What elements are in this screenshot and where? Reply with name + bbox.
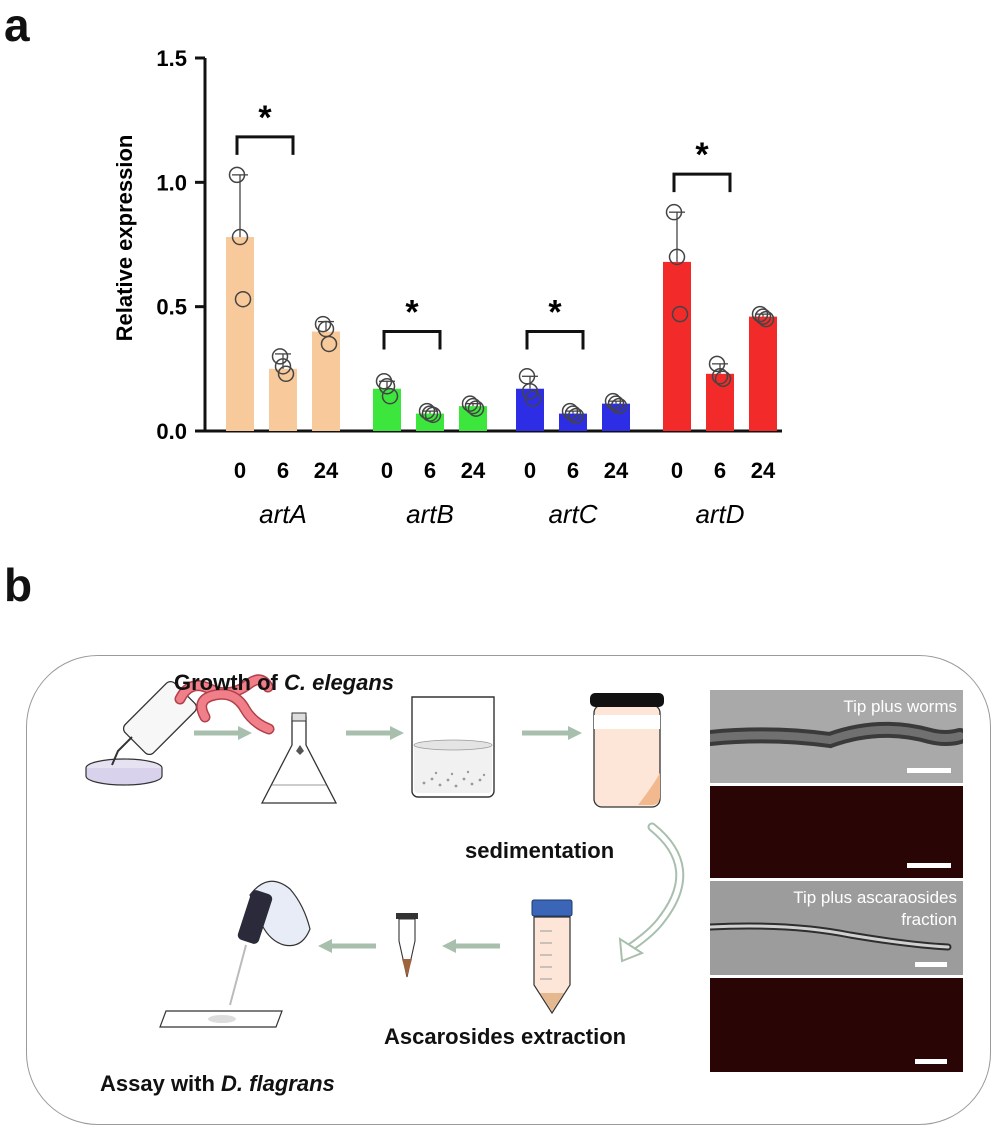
- arrow-icon: [522, 726, 582, 740]
- centrifuge-tube-icon: [531, 899, 573, 1015]
- y-tick-label: 1.0: [156, 170, 187, 195]
- panel-b-label: b: [4, 559, 33, 611]
- bar: [373, 388, 401, 431]
- worm-icon: [174, 674, 275, 735]
- data-point: [711, 368, 729, 385]
- significance-bracket: [672, 172, 732, 193]
- scale-bar: [915, 1059, 947, 1064]
- significance-asterisk: *: [548, 294, 562, 332]
- x-tick-label: 0: [234, 458, 246, 483]
- data-point: [714, 370, 732, 388]
- bar: [749, 316, 777, 431]
- data-point: [561, 402, 579, 420]
- beaker-icon: [411, 696, 495, 798]
- eppendorf-tube-icon: [396, 913, 418, 978]
- data-point: [751, 305, 769, 323]
- extraction-label: Ascarosides extraction: [384, 1024, 627, 1049]
- data-point: [320, 335, 338, 353]
- workflow-illustration: [85, 674, 685, 1028]
- x-tick-label: 6: [424, 458, 436, 483]
- data-point: [665, 203, 683, 221]
- data-point: [567, 407, 585, 425]
- data-point: [464, 397, 482, 415]
- x-tick-label: 6: [277, 458, 289, 483]
- micrograph-brightfield-ascarosides: Tip plus ascaraosides fraction: [710, 881, 963, 975]
- significance-asterisk: *: [258, 99, 272, 137]
- x-tick-label: 24: [314, 458, 339, 483]
- bar: [226, 237, 254, 431]
- y-tick-label: 0.5: [156, 295, 187, 320]
- significance-bracket: [382, 330, 442, 350]
- data-point: [271, 348, 289, 365]
- assay-label: Assay with D. flagrans: [100, 1071, 335, 1096]
- data-point: [671, 305, 689, 323]
- significance-bracket: [235, 135, 295, 155]
- data-point: [524, 390, 542, 407]
- data-point: [564, 405, 582, 422]
- x-tick-label: 0: [671, 458, 683, 483]
- data-point: [754, 308, 772, 325]
- significance-asterisk: *: [405, 294, 419, 332]
- significance-bracket: [525, 330, 585, 350]
- data-point: [610, 397, 628, 415]
- gene-label: artC: [548, 499, 597, 529]
- data-point: [274, 358, 292, 375]
- x-tick-label: 6: [714, 458, 726, 483]
- sedimentation-label: sedimentation: [465, 838, 615, 863]
- bar: [663, 261, 691, 431]
- scale-bar: [907, 863, 951, 868]
- pipette-hand-icon: [229, 880, 311, 1006]
- data-point: [231, 228, 249, 246]
- curved-arrow-icon: [618, 822, 685, 963]
- arrow-icon: [194, 726, 252, 740]
- data-point: [234, 290, 252, 308]
- panel-a-label: a: [4, 0, 30, 51]
- y-axis-label: Relative expression: [112, 135, 137, 342]
- growth-label: Growth of C. elegans: [174, 670, 395, 695]
- y-tick-label: 1.5: [156, 46, 187, 71]
- data-point: [467, 400, 485, 417]
- data-point: [668, 248, 686, 266]
- data-point: [277, 365, 295, 383]
- arrow-icon: [346, 726, 404, 740]
- micrograph-brightfield-worms: Tip plus worms: [710, 690, 963, 783]
- gene-label: artB: [406, 499, 454, 529]
- x-tick-label: 0: [524, 458, 536, 483]
- y-tick-label: 0.0: [156, 419, 187, 444]
- x-tick-label: 24: [461, 458, 486, 483]
- x-tick-label: 24: [604, 458, 629, 483]
- data-point: [381, 387, 399, 405]
- jar-icon: [590, 693, 664, 808]
- data-point: [228, 166, 246, 184]
- scale-bar: [915, 962, 947, 967]
- data-point: [607, 395, 625, 412]
- data-point: [424, 406, 442, 424]
- data-point: [604, 392, 622, 410]
- x-tick-label: 24: [751, 458, 776, 483]
- data-point: [378, 377, 396, 395]
- data-point: [708, 355, 726, 373]
- bar: [269, 368, 297, 431]
- data-point: [375, 373, 393, 390]
- micrograph-label: Tip plus worms: [843, 697, 957, 716]
- x-tick-label: 0: [381, 458, 393, 483]
- petri-dish-icon: [85, 758, 163, 786]
- data-point: [314, 315, 332, 333]
- micrograph-fluorescence-ascarosides: [710, 978, 963, 1072]
- x-tick-label: 6: [567, 458, 579, 483]
- micrograph-fluorescence-worms: [710, 786, 963, 878]
- scale-bar: [907, 768, 951, 773]
- data-point: [461, 395, 479, 412]
- data-point: [521, 382, 539, 400]
- micrograph-label: Tip plus ascaraosides fraction: [793, 888, 957, 929]
- data-point: [757, 310, 775, 328]
- slide-icon: [159, 1010, 283, 1028]
- gene-label: artD: [695, 499, 744, 529]
- flask-icon: [260, 712, 338, 804]
- gene-label: artA: [259, 499, 307, 529]
- arrow-icon: [442, 939, 500, 953]
- significance-asterisk: *: [695, 136, 709, 174]
- arrow-icon: [318, 939, 376, 953]
